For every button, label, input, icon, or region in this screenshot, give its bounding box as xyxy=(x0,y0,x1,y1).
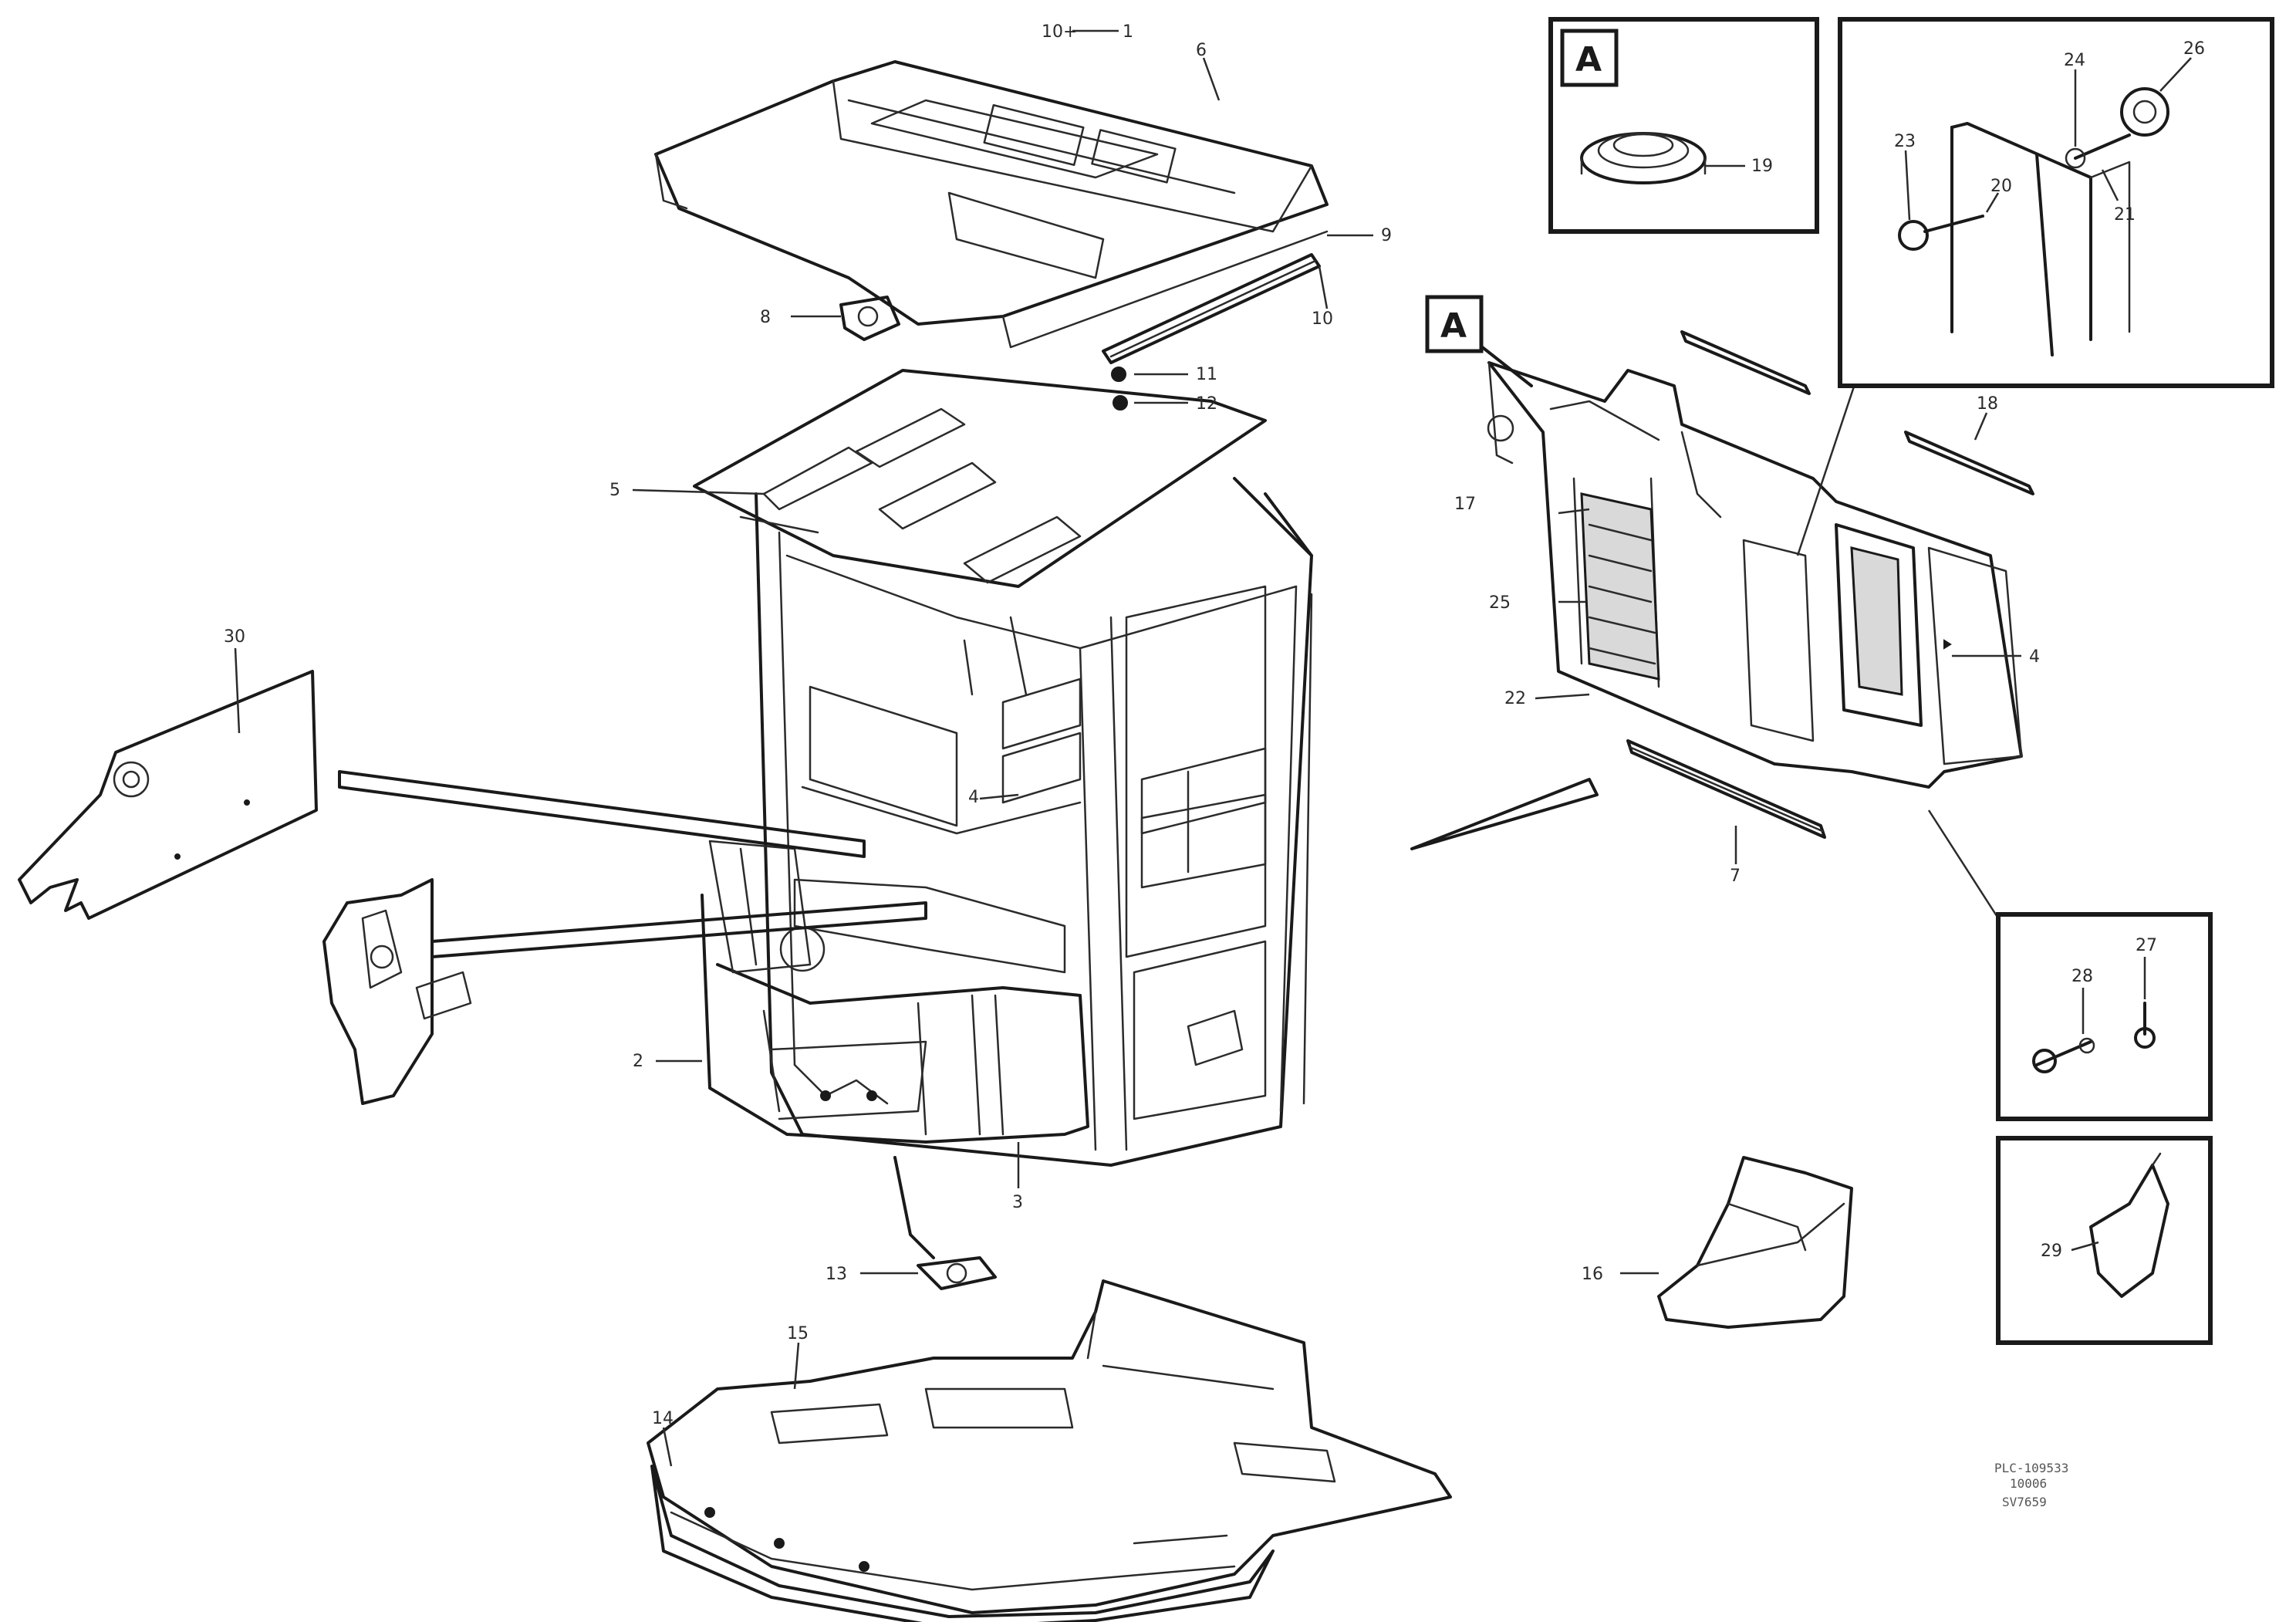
roof-clip-part-8 xyxy=(839,296,900,341)
callout-28: 28 xyxy=(2071,967,2093,986)
drawing-ref-line-1: PLC-109533 xyxy=(1994,1461,2068,1475)
callout-6: 6 xyxy=(1196,41,1207,60)
callout-21: 21 xyxy=(2114,205,2136,225)
callout-5: 5 xyxy=(609,481,620,500)
callout-24: 24 xyxy=(2064,51,2085,70)
cab-frame xyxy=(755,477,1313,1167)
callout-16: 16 xyxy=(1582,1265,1603,1284)
detail-view-screw-nut xyxy=(1996,912,2213,1121)
callout-4b: 4 xyxy=(2029,647,2040,667)
callout-22: 22 xyxy=(1504,689,1526,708)
callout-13: 13 xyxy=(826,1265,847,1284)
wiper-rods xyxy=(338,770,927,958)
callout-4: 4 xyxy=(968,788,979,807)
view-tag-main-a: A xyxy=(1440,306,1467,346)
callout-1-prefix: 10+ xyxy=(1042,22,1077,42)
roof-panel-part-5 xyxy=(693,369,1267,588)
callout-29: 29 xyxy=(2041,1242,2062,1261)
callout-30: 30 xyxy=(224,627,245,647)
callout-23: 23 xyxy=(1894,132,1916,151)
seat-cover-part-16 xyxy=(1657,1156,1853,1329)
callout-7: 7 xyxy=(1730,867,1741,886)
callout-15: 15 xyxy=(787,1324,809,1343)
view-tag-detail-a: A xyxy=(1575,40,1602,79)
detail-view-cable-tie xyxy=(1996,1136,2213,1345)
callout-25: 25 xyxy=(1489,593,1511,613)
callout-1: 1 xyxy=(1123,22,1133,42)
sign-plate-part-30 xyxy=(18,670,318,920)
callout-leaders xyxy=(234,29,2021,1467)
floor-seal-part-31 xyxy=(650,1465,1275,1622)
callout-20: 20 xyxy=(1990,177,2012,196)
direction-arrow xyxy=(1410,778,1599,850)
bolts-11-12 xyxy=(1111,367,1128,411)
detail-view-links xyxy=(1476,342,2000,919)
callout-9: 9 xyxy=(1381,226,1392,245)
callout-8: 8 xyxy=(760,308,771,327)
floor-plate-part-14 xyxy=(647,1279,1452,1614)
callout-27: 27 xyxy=(2136,936,2157,955)
main-view-tag xyxy=(1425,295,1484,353)
hook-part-13 xyxy=(893,1156,997,1290)
callout-labels: 10+ 1 6 9 10 8 11 12 5 4 2 3 13 15 14 30… xyxy=(224,22,2205,1428)
detail-view-fastener-bracket xyxy=(1838,17,2274,388)
callout-10: 10 xyxy=(1312,309,1333,329)
callout-2: 2 xyxy=(633,1052,643,1071)
callout-14: 14 xyxy=(652,1409,674,1428)
drawing-ref-line-2: 10006 xyxy=(2010,1476,2047,1491)
door-latch-part xyxy=(322,878,472,1105)
callout-17: 17 xyxy=(1454,495,1476,514)
callout-26: 26 xyxy=(2183,39,2205,59)
detail-view-a xyxy=(1548,17,1819,234)
callout-18: 18 xyxy=(1977,394,1998,414)
callout-19: 19 xyxy=(1751,157,1773,176)
roof-assembly xyxy=(654,60,1329,349)
callout-11: 11 xyxy=(1196,365,1217,384)
callout-12: 12 xyxy=(1196,394,1217,414)
callout-3: 3 xyxy=(1012,1193,1023,1212)
drawing-reference: PLC-109533 10006 SV7659 xyxy=(1994,1461,2068,1509)
cab-front-lower-part-3 xyxy=(701,894,1089,1144)
drawing-ref-line-3: SV7659 xyxy=(2002,1495,2047,1509)
seal-strips-right xyxy=(1626,330,2034,839)
rear-panel-assembly xyxy=(1487,361,2023,789)
